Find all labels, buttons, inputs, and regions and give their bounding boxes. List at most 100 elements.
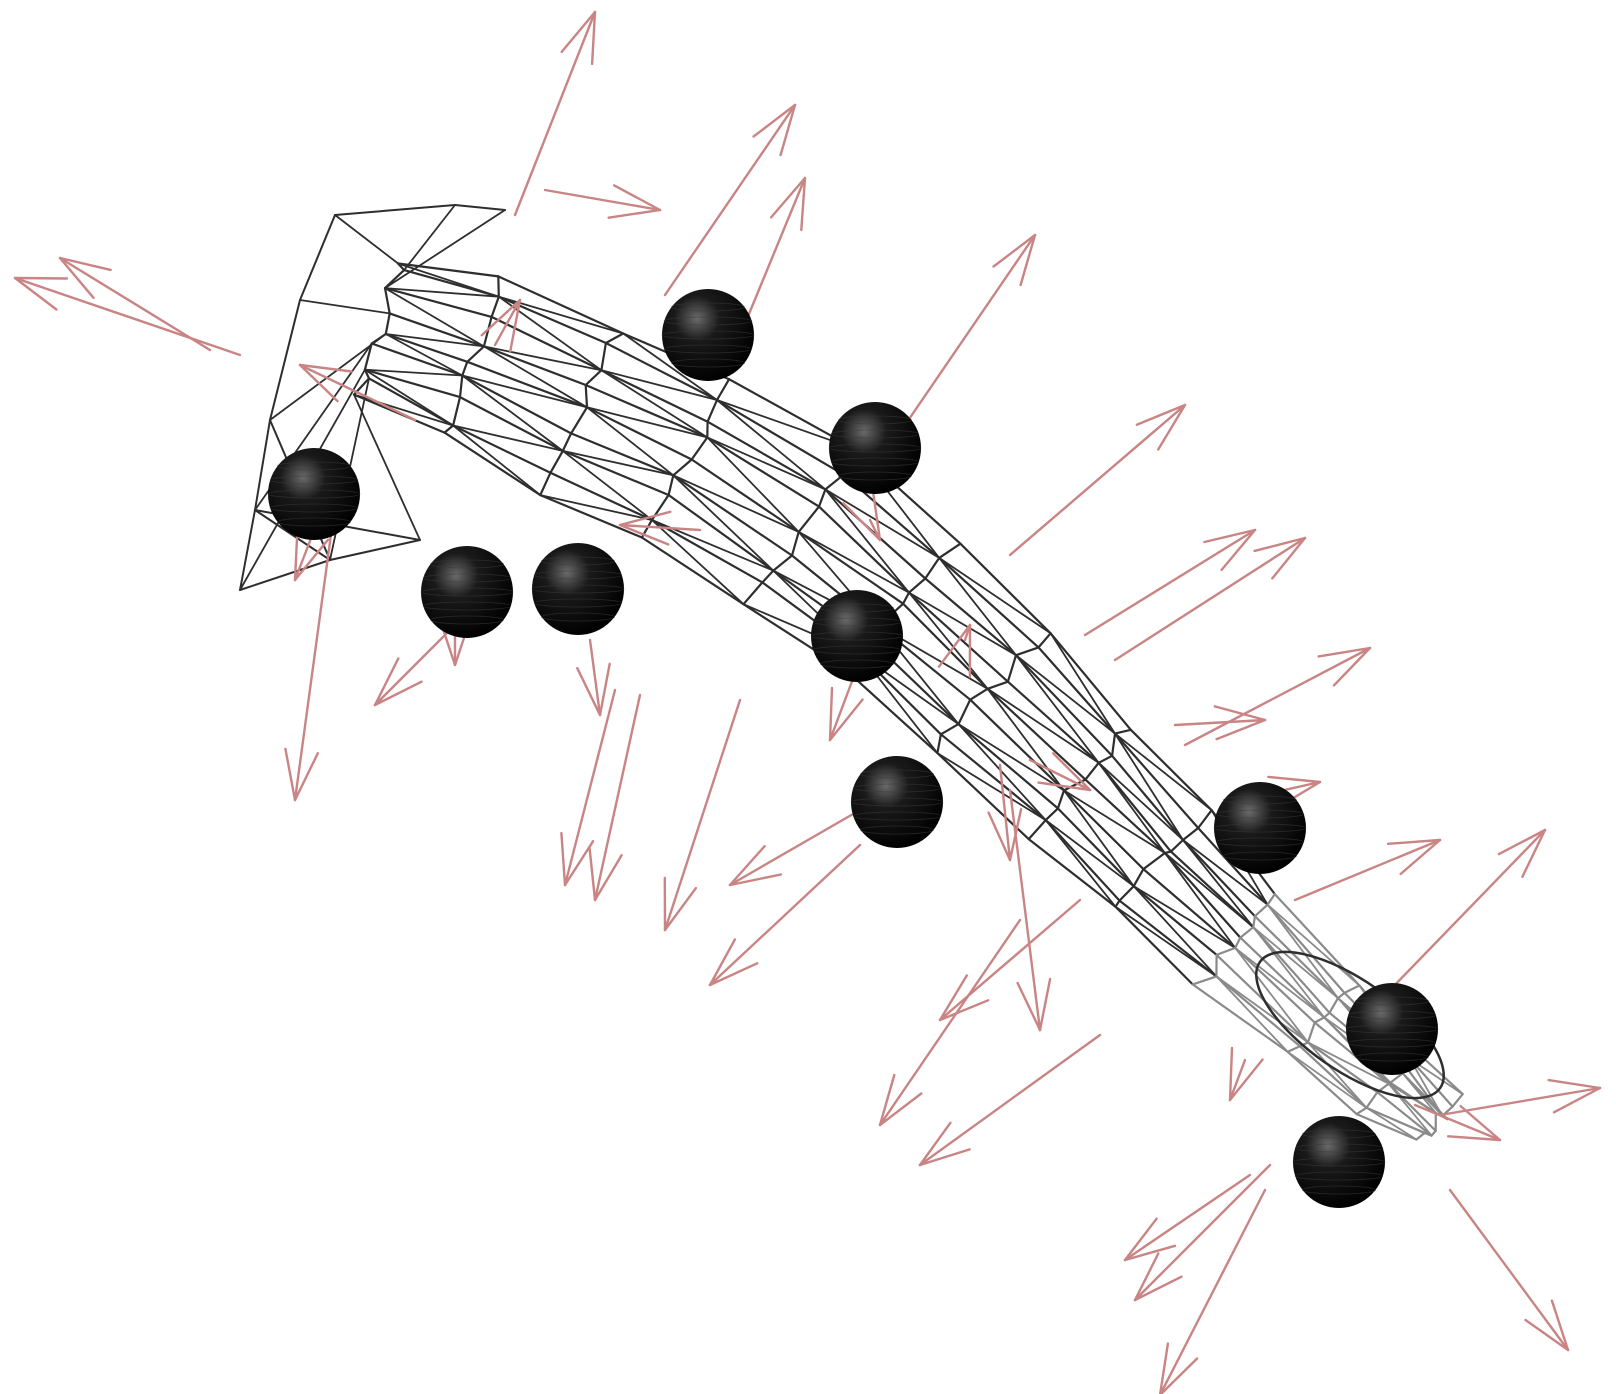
mesh-edge xyxy=(569,406,589,435)
mesh-edge xyxy=(1376,1091,1433,1137)
mesh-edge xyxy=(716,399,827,491)
mesh-edge xyxy=(797,530,905,605)
mesh-edge xyxy=(1415,1131,1426,1141)
mesh-edge xyxy=(1307,1041,1368,1109)
mesh-edge xyxy=(650,518,764,584)
normal-arrow-head xyxy=(607,208,662,219)
marker-sphere-texture xyxy=(830,457,920,467)
mesh-edge xyxy=(939,722,960,736)
normal-arrow-shaft xyxy=(1413,1103,1502,1142)
normal-arrow-head xyxy=(588,847,597,902)
mesh-edge xyxy=(584,369,603,387)
mesh-edge xyxy=(908,591,989,690)
marker-sphere-texture xyxy=(838,415,912,425)
mesh-edge xyxy=(452,424,552,474)
mesh-edge xyxy=(1252,926,1339,999)
marker-sphere xyxy=(1346,983,1438,1075)
normal-arrow-shaft xyxy=(663,698,742,932)
mesh-edge xyxy=(1307,1041,1390,1085)
normal-arrow-shaft xyxy=(1388,828,1547,992)
mesh-edge xyxy=(1044,818,1121,902)
mesh-edge xyxy=(1114,905,1194,986)
mesh-edge xyxy=(1015,654,1100,764)
normal-arrow-shaft xyxy=(1183,646,1372,747)
mesh-edge xyxy=(1215,975,1302,1048)
mesh-edge xyxy=(1181,826,1200,842)
mesh-edge xyxy=(363,368,464,377)
mesh-edge xyxy=(461,374,588,409)
normal-arrow-head xyxy=(769,176,807,219)
mesh-edge xyxy=(1252,926,1331,1014)
mesh-edge xyxy=(334,204,456,216)
mesh-edge xyxy=(561,432,573,452)
mesh-edge xyxy=(604,332,625,345)
marker-sphere-texture xyxy=(812,617,902,627)
mesh-edge xyxy=(600,369,718,401)
normal-arrow-shaft xyxy=(58,256,212,352)
normal-arrow-shaft xyxy=(13,276,242,357)
mesh-edge xyxy=(397,262,500,278)
mesh-edge xyxy=(561,449,670,497)
normal-arrow-head xyxy=(708,938,737,987)
mesh-edge xyxy=(1181,838,1257,918)
mesh-edge xyxy=(1097,761,1184,841)
mesh-edge xyxy=(986,687,1065,792)
mesh-edge xyxy=(1114,732,1184,841)
mesh-edge xyxy=(1197,826,1269,906)
normal-arrow-head xyxy=(878,1073,896,1127)
marker-sphere xyxy=(851,756,943,848)
normal-arrow-head xyxy=(918,1121,952,1167)
mesh-edge xyxy=(1387,1082,1437,1133)
mesh-edge xyxy=(957,698,972,726)
normal-arrow-shaft xyxy=(1083,528,1257,637)
normal-arrow-head xyxy=(1038,977,1052,1032)
normal-arrow-shaft xyxy=(1159,1188,1267,1394)
mesh-edge xyxy=(239,509,256,591)
normal-arrow-head xyxy=(284,747,297,802)
mesh-edge xyxy=(1313,1021,1390,1085)
mesh-edge xyxy=(1110,732,1117,757)
marker-sphere-texture xyxy=(860,825,934,835)
normal-arrow-head xyxy=(938,974,968,1022)
normal-arrow-head xyxy=(598,662,611,717)
mesh-edge xyxy=(969,698,1066,792)
mesh-edge xyxy=(461,374,573,435)
mesh-edge xyxy=(1182,839,1269,906)
marker-sphere-texture xyxy=(663,344,753,354)
normal-arrow-head xyxy=(1016,981,1042,1032)
normal-arrow-head xyxy=(1271,536,1307,580)
mesh-edge xyxy=(384,209,506,290)
mesh-edge xyxy=(1132,885,1218,957)
mesh-edge xyxy=(443,431,542,497)
mesh-edge xyxy=(549,471,654,522)
normal-arrow-head xyxy=(293,752,319,802)
normal-arrow-head xyxy=(1133,1275,1183,1302)
mesh-edge xyxy=(539,494,653,521)
mesh-edge xyxy=(706,436,827,491)
mesh-edge xyxy=(715,398,845,476)
mesh-edge xyxy=(1355,1112,1418,1141)
mesh-edge xyxy=(651,519,745,606)
normal-arrow-head xyxy=(918,1148,971,1167)
normal-arrow-head xyxy=(298,363,353,373)
normal-arrow-head xyxy=(1399,838,1442,876)
normal-arrow-head xyxy=(1220,528,1257,572)
mesh-edge xyxy=(497,275,625,335)
mesh-edge xyxy=(1015,654,1116,735)
marker-sphere-texture xyxy=(663,316,753,326)
marker-sphere-texture xyxy=(541,612,615,622)
normal-arrow-head xyxy=(560,831,567,887)
normal-arrow-head xyxy=(373,680,423,707)
normal-arrow-head xyxy=(728,873,783,887)
mesh-edge xyxy=(482,345,603,372)
normal-arrow-shaft xyxy=(618,523,702,532)
mesh-edge xyxy=(239,559,331,591)
mesh-edge xyxy=(452,396,462,427)
mesh-edge xyxy=(1234,946,1316,1024)
normal-arrow-head xyxy=(1158,1342,1170,1394)
mesh-edge xyxy=(384,312,391,336)
mesh-edge xyxy=(938,557,1017,657)
normal-arrow-head xyxy=(1037,781,1092,792)
normal-arrow-shaft xyxy=(513,10,597,217)
normal-arrow-head xyxy=(1253,536,1307,553)
